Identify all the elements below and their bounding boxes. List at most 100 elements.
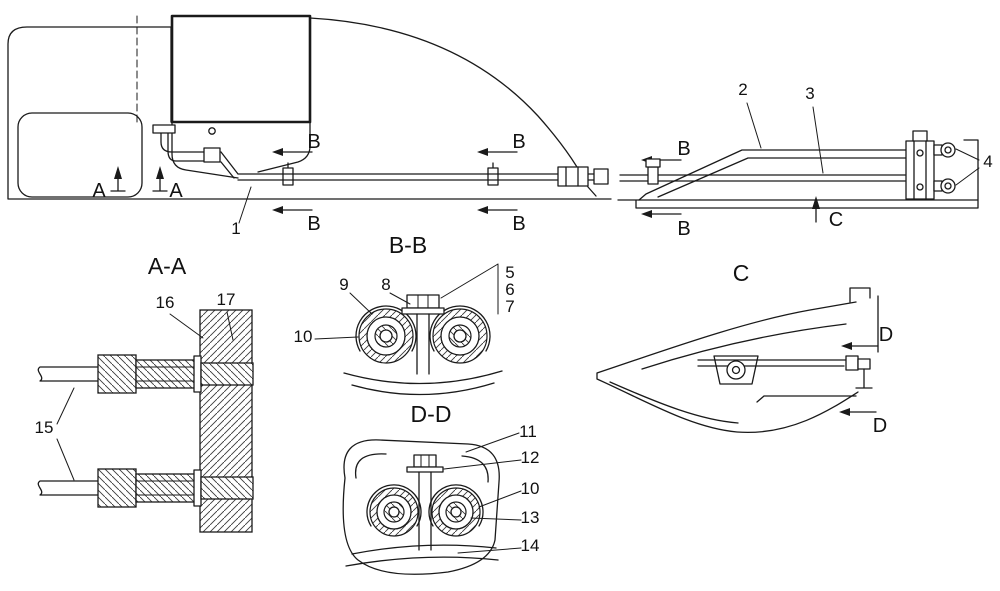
section-aa-view: A-A 16 17 15 [35,253,254,533]
lower-union-body [135,473,197,503]
upper-bore [135,366,195,382]
leader-line-11 [465,432,520,453]
internal-pipe [697,359,847,367]
leader-line-4 [955,148,980,186]
section-marker-a: A [169,180,183,202]
callout-9: 9 [339,275,348,294]
callout-16: 16 [156,293,175,312]
lower-shelf [756,395,857,403]
leader-line-1 [238,186,252,224]
section-marker-b: B [677,218,690,240]
bolt-stem [418,471,432,551]
bolt-head-facets [420,454,430,468]
bolt-washer [406,466,444,473]
section-dd-view: D-D 11 12 10 13 14 [342,401,540,575]
boom-skin-bottom [345,544,499,567]
section-title-c: C [733,260,750,286]
hose-hook-pin [944,146,952,154]
arrow-left-icon [272,148,283,156]
section-marker-a: A [92,180,106,202]
callout-5: 5 [505,263,514,282]
section-c-view: C D D [596,260,893,437]
lower-washer [193,469,202,507]
boom-base [617,139,979,209]
section-marker-b: B [677,138,690,160]
boom-tip-outline [596,287,879,434]
pipe-elbow-fitting [203,147,221,163]
upper-bolt-shaft [200,362,254,386]
section-cut-c: C [812,196,843,231]
lower-union-nut [97,468,137,508]
leader-line-17 [226,311,234,341]
pipe-fitting [845,355,859,371]
bolt-head [406,294,440,309]
section-title-dd: D-D [411,401,452,427]
section-title-bb: B-B [389,232,427,258]
boom-pipe-clamp [647,166,659,185]
upper-union-nut [97,354,137,394]
boom-clamp-nut [645,158,661,168]
leader-line-15 [56,387,75,481]
hydraulic-pipe [160,132,609,181]
cut-line-d [849,345,879,413]
pipe-valve [857,358,871,370]
pipe-bore [379,329,393,343]
arrow-up-icon [812,196,820,209]
callout-12: 12 [521,448,540,467]
section-marker-b: B [512,213,525,235]
section-marker-d: D [879,324,893,346]
leader-line-2 [746,102,762,149]
section-cut-a: A A [92,166,183,202]
clamp-saddle [355,305,491,352]
callout-11: 11 [519,422,537,441]
clamp-saddle [366,484,484,527]
pipe-end-fitting [593,168,609,185]
arrow-left-icon [272,206,283,214]
arrow-left-icon [477,148,488,156]
leader-line-12 [443,459,522,470]
section-marker-b: B [307,213,320,235]
section-cut-d: D D [839,324,893,437]
callout-3: 3 [805,84,814,103]
section-cut-b: B B B B B B [272,131,691,240]
cut-line-b [282,151,682,215]
pulley-pin [731,365,741,375]
section-title-aa: A-A [148,253,187,279]
leader-line-3 [812,106,824,174]
boom-pipe [619,174,906,182]
boom-arm [638,149,907,201]
fitting-bolt [208,127,216,135]
arrow-left-icon [841,342,852,350]
lower-bolt-shaft [200,476,254,500]
leader-line-9 [349,292,373,315]
lower-bore [135,480,195,496]
upper-union-body [135,359,197,389]
arrow-left-icon [641,210,652,218]
arrow-left-icon [839,408,850,416]
callout-8: 8 [381,275,390,294]
bolt-head-facets [417,294,429,309]
boom-skin-plate [343,370,503,396]
pulley-bracket [713,355,759,385]
leader-line-10 [314,336,359,340]
hose-hook-pin [944,182,952,190]
section-marker-c: C [829,209,843,231]
pipe-coupling-detail [565,166,579,187]
pipe-coupling [557,166,589,187]
bolt-stem [416,313,430,375]
pipe-bore [453,329,467,343]
bolt-head [413,454,437,468]
callout-17: 17 [217,290,236,309]
arrow-up-icon [114,166,122,179]
callout-4: 4 [983,152,992,171]
frame-base [17,112,143,198]
pipe-clamps [282,162,499,186]
end-block-bolt [916,183,924,191]
upper-washer [193,355,202,393]
callout-7: 7 [505,297,514,316]
lower-pipe [37,480,99,496]
arrow-left-icon [477,206,488,214]
callout-15: 15 [35,418,54,437]
